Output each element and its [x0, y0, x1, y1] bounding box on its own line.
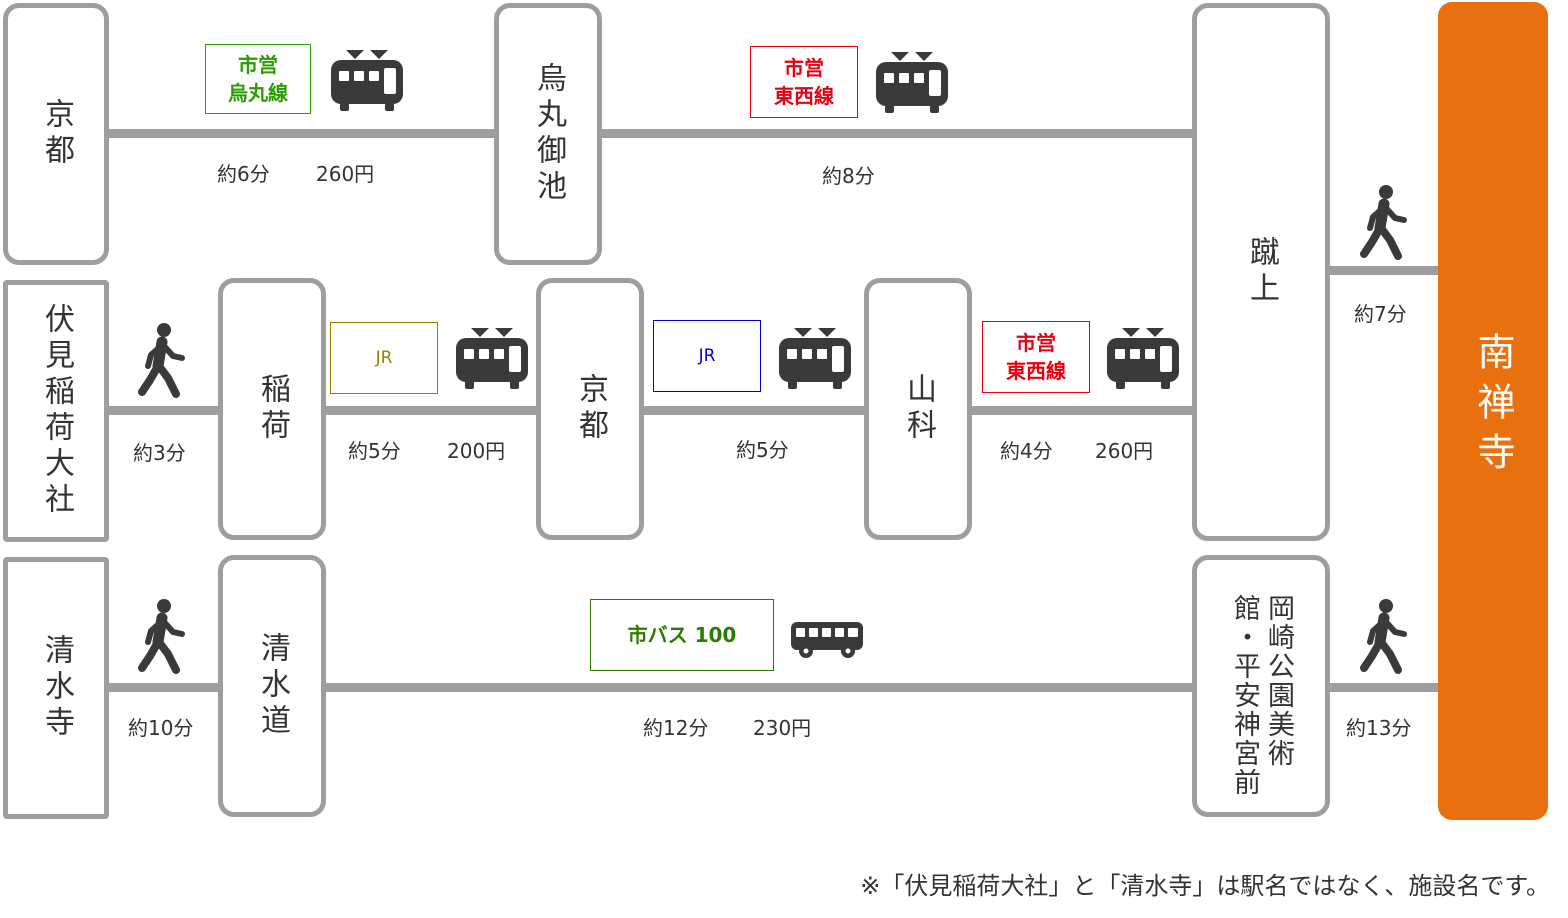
station-name: 蹴上: [1244, 236, 1279, 308]
line-name: 東西線: [1006, 359, 1066, 383]
line-name: JR: [698, 346, 716, 366]
line-name: JR: [375, 348, 393, 368]
segment-time: 約12分: [643, 716, 709, 740]
destination-nanzenji[interactable]: 南禅寺: [1438, 2, 1548, 820]
station-yamashina[interactable]: 山科: [864, 278, 972, 540]
station-name: 伏見稲荷大社: [39, 303, 74, 519]
segment-time: 約3分: [133, 441, 186, 465]
segment-fare: 200円: [447, 439, 506, 463]
route-line-kyoto-yamashina: [642, 406, 868, 415]
route-line-bus: [324, 683, 1196, 692]
train-icon: [876, 52, 948, 113]
line-operator: 市営: [238, 53, 278, 77]
station-okazaki[interactable]: 岡崎公園美術館・平安神宮前: [1192, 555, 1330, 817]
route-line-okazaki-nanzenji: [1328, 683, 1440, 692]
line-label-jr-2: JR: [653, 320, 761, 392]
station-name: 山科: [901, 373, 936, 445]
station-name: 烏丸御池: [531, 62, 566, 206]
segment-time: 約8分: [822, 164, 875, 188]
line-label-karasuma: 市営 烏丸線: [205, 44, 311, 114]
segment-time: 約5分: [736, 438, 789, 462]
segment-time: 約6分: [217, 162, 270, 186]
footnote: ※「伏見稲荷大社」と「清水寺」は駅名ではなく、施設名です。: [860, 872, 1550, 900]
route-line-keage-nanzenji: [1328, 266, 1440, 275]
line-label-bus: 市バス 100: [590, 599, 774, 671]
route-line-inari-kyoto: [324, 406, 540, 415]
station-name: 岡崎公園美術館・平安神宮前: [1229, 594, 1294, 797]
station-name: 清水寺: [39, 634, 74, 742]
station-name: 稲荷: [255, 373, 290, 445]
station-inari[interactable]: 稲荷: [218, 278, 326, 540]
line-operator: 市営: [1016, 331, 1056, 355]
segment-fare: 260円: [1095, 439, 1154, 463]
line-label-jr-1: JR: [330, 322, 438, 394]
station-fushimi-inari-taisha[interactable]: 伏見稲荷大社: [3, 280, 109, 542]
bus-icon: [791, 622, 863, 658]
segment-time: 約4分: [1000, 439, 1053, 463]
station-name: 京都: [39, 98, 74, 170]
route-line-kyoto-karasuma: [108, 129, 498, 138]
segment-fare: 230円: [753, 716, 812, 740]
station-kyoto-top[interactable]: 京都: [3, 3, 109, 265]
route-line-kiyomizu-walk: [108, 683, 222, 692]
line-name: 東西線: [774, 84, 834, 108]
train-icon: [779, 328, 851, 389]
station-name: 京都: [573, 373, 608, 445]
line-label-tozai-1: 市営 東西線: [750, 46, 858, 118]
station-kyoto-mid[interactable]: 京都: [536, 278, 644, 540]
line-label-tozai-2: 市営 東西線: [982, 321, 1090, 393]
station-keage[interactable]: 蹴上: [1192, 3, 1330, 541]
segment-fare: 260円: [316, 162, 375, 186]
station-name: 清水道: [255, 632, 290, 740]
segment-time: 約7分: [1354, 302, 1407, 326]
destination-name: 南禅寺: [1471, 332, 1515, 482]
segment-time: 約5分: [348, 439, 401, 463]
route-line-fushimi-inari: [108, 406, 222, 415]
line-name: 烏丸線: [228, 81, 288, 105]
route-line-karasuma-keage: [600, 129, 1196, 138]
walking-person-icon: [138, 323, 185, 398]
line-operator: 市営: [784, 56, 824, 80]
walking-person-icon: [1360, 185, 1407, 260]
train-icon: [1107, 328, 1179, 389]
line-name: 市バス 100: [627, 623, 737, 647]
walking-person-icon: [1360, 599, 1407, 674]
segment-time: 約10分: [128, 716, 194, 740]
walking-person-icon: [138, 599, 185, 674]
station-kiyomizudera[interactable]: 清水寺: [3, 557, 109, 819]
segment-time: 約13分: [1346, 716, 1412, 740]
train-icon: [456, 328, 528, 389]
train-icon: [331, 50, 403, 111]
station-karasuma-oike[interactable]: 烏丸御池: [494, 3, 602, 265]
route-line-yamashina-keage: [970, 406, 1196, 415]
station-kiyomizu-michi[interactable]: 清水道: [218, 555, 326, 817]
